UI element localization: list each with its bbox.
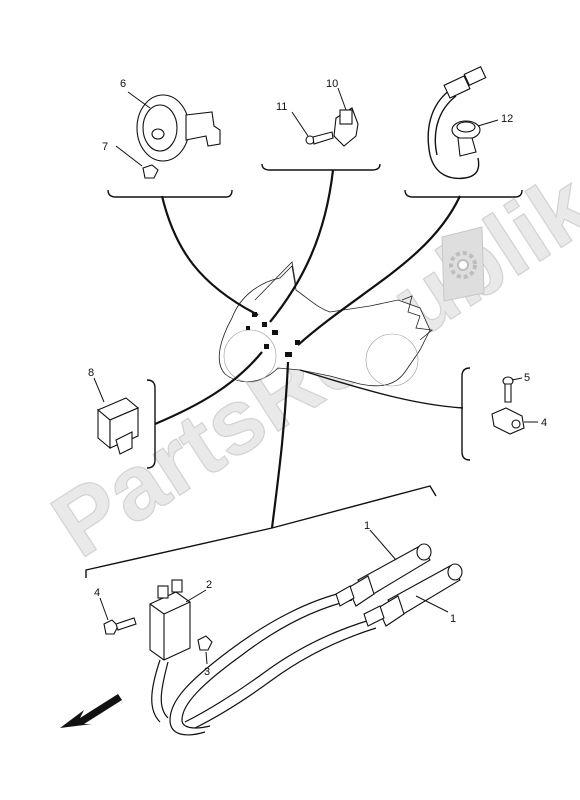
callout-7: 6	[120, 78, 126, 90]
ignitor-nut	[197, 635, 213, 665]
callout-10: 10	[326, 78, 338, 90]
callout-12: 12	[501, 113, 513, 125]
callout-1-top: 1	[364, 520, 370, 532]
bracket-top-left	[107, 189, 233, 198]
ignitor-bolt	[99, 597, 137, 635]
callout-5: 4	[541, 417, 547, 429]
leader-lines	[154, 169, 464, 529]
direction-arrow-icon	[60, 694, 122, 728]
callout-8: 7	[102, 141, 108, 153]
motorcycle-silhouette	[218, 261, 433, 387]
callout-4: 4	[94, 587, 100, 599]
callout-6: 5	[524, 372, 530, 384]
gear-icon	[441, 226, 485, 302]
sensor-right	[491, 407, 538, 435]
ignition-coils	[151, 529, 463, 736]
callout-9: 8	[88, 367, 94, 379]
bracket-top-right	[404, 189, 523, 198]
bracket-left	[146, 379, 156, 469]
horn	[127, 91, 221, 162]
bracket-right	[461, 367, 471, 461]
callout-labels: 6 7 10 11 12 8 5 4 1 1 2 4 3	[88, 78, 547, 678]
sensor-bolt	[291, 111, 334, 145]
bracket-bottom	[85, 485, 437, 578]
callout-1-right: 1	[450, 613, 456, 625]
ignitor-unit	[149, 579, 207, 661]
callout-3: 3	[204, 666, 210, 678]
sensor-right-bolt	[502, 376, 523, 403]
horn-nut	[115, 145, 159, 179]
relay	[93, 377, 140, 455]
callout-2: 2	[206, 579, 212, 591]
callout-11: 11	[276, 101, 287, 113]
switch-with-cable	[427, 66, 499, 180]
sensor-top	[333, 87, 359, 147]
bracket-top-center	[261, 163, 381, 171]
